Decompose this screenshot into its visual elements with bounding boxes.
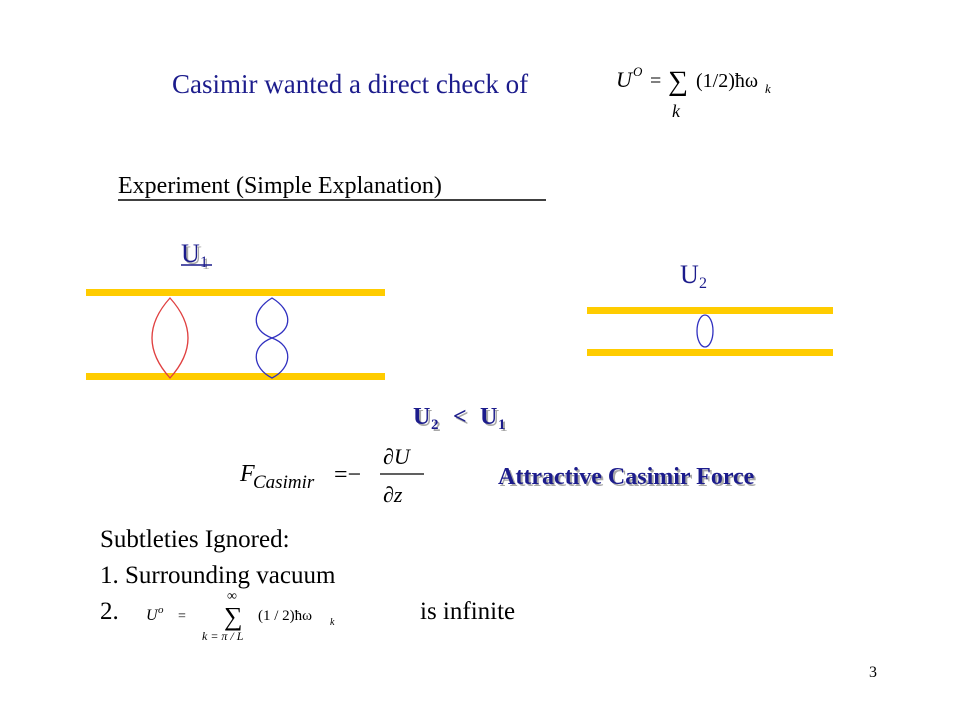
sum-formula-upper: ∞ xyxy=(227,589,237,604)
comparison-shadow-left-sub: 2 xyxy=(433,419,441,435)
narrow-gap-mode-wave xyxy=(696,314,714,348)
sum-formula-lower: k = π / L xyxy=(202,629,244,643)
fundamental-mode-wave xyxy=(151,297,189,379)
headline-formula-term: (1/2)ħω xyxy=(696,70,758,92)
headline-formula-eq: = xyxy=(650,70,661,92)
force-formula-eq: =− xyxy=(334,462,361,488)
right-top-plate xyxy=(587,307,833,314)
right-bottom-plate xyxy=(587,349,833,356)
left-bottom-plate xyxy=(86,373,385,380)
left-top-plate xyxy=(86,289,385,296)
u1-sub: 1 xyxy=(200,254,208,271)
u2-label: U 2 xyxy=(680,260,707,292)
comparison-right: U xyxy=(480,404,497,430)
sum-formula-term: (1 / 2)ħω xyxy=(258,608,312,624)
sum-formula-lhs-sup: o xyxy=(158,604,164,616)
headline: Casimir wanted a direct check of xyxy=(172,69,528,99)
u1-label-shadow: U xyxy=(183,241,202,270)
sum-formula-sum: ∑ xyxy=(224,602,243,631)
energy-comparison: U 2 < U 1 U 2 < U 1 xyxy=(413,404,508,435)
comparison-shadow-left: U xyxy=(415,406,432,432)
comparison-op: < xyxy=(453,404,467,430)
u1-label: U 1 U 1 xyxy=(181,239,212,273)
sum-formula: U o = ∞ ∑ k = π / L (1 / 2)ħω k xyxy=(146,589,335,643)
second-mode-wave xyxy=(255,297,289,379)
subtleties-item-2-number: 2. xyxy=(100,598,119,625)
subtleties-title: Subtleties Ignored: xyxy=(100,526,290,553)
u2-sub: 2 xyxy=(699,275,707,292)
comparison-left-sub: 2 xyxy=(431,417,439,433)
force-formula-denominator: ∂z xyxy=(383,482,403,507)
comparison-left: U xyxy=(413,404,430,430)
force-formula-numerator: ∂U xyxy=(383,444,412,469)
subtleties-item-2-text: is infinite xyxy=(420,598,515,625)
headline-formula-lhs: U xyxy=(616,67,634,92)
page-number: 3 xyxy=(869,664,877,681)
headline-formula-index: k xyxy=(672,101,681,121)
headline-formula-lhs-sup: O xyxy=(633,64,643,79)
headline-formula: U O = ∑ k (1/2)ħω k xyxy=(616,64,771,121)
u1-letter: U xyxy=(181,239,200,268)
force-label-shadow: Attractive Casimir Force xyxy=(500,466,757,492)
force-formula: F Casimir =− ∂U ∂z xyxy=(239,444,424,507)
comparison-right-sub: 1 xyxy=(498,417,506,433)
comparison-shadow-op: < xyxy=(455,406,469,432)
subtleties-item-1: 1. Surrounding vacuum xyxy=(100,562,336,589)
comparison-shadow-right: U xyxy=(482,406,499,432)
experiment-heading: Experiment (Simple Explanation) xyxy=(118,173,442,199)
sum-formula-term-sub: k xyxy=(330,617,335,628)
u2-letter: U xyxy=(680,260,699,289)
sum-formula-eq: = xyxy=(178,609,186,624)
sum-formula-lhs: U xyxy=(146,607,159,624)
force-label: Attractive Casimir Force xyxy=(498,464,755,490)
headline-formula-sum: ∑ xyxy=(668,66,688,97)
comparison-shadow-right-sub: 1 xyxy=(500,419,508,435)
force-formula-lhs: F xyxy=(239,461,255,487)
force-formula-lhs-sub: Casimir xyxy=(253,472,315,493)
headline-formula-term-sub: k xyxy=(765,81,771,96)
